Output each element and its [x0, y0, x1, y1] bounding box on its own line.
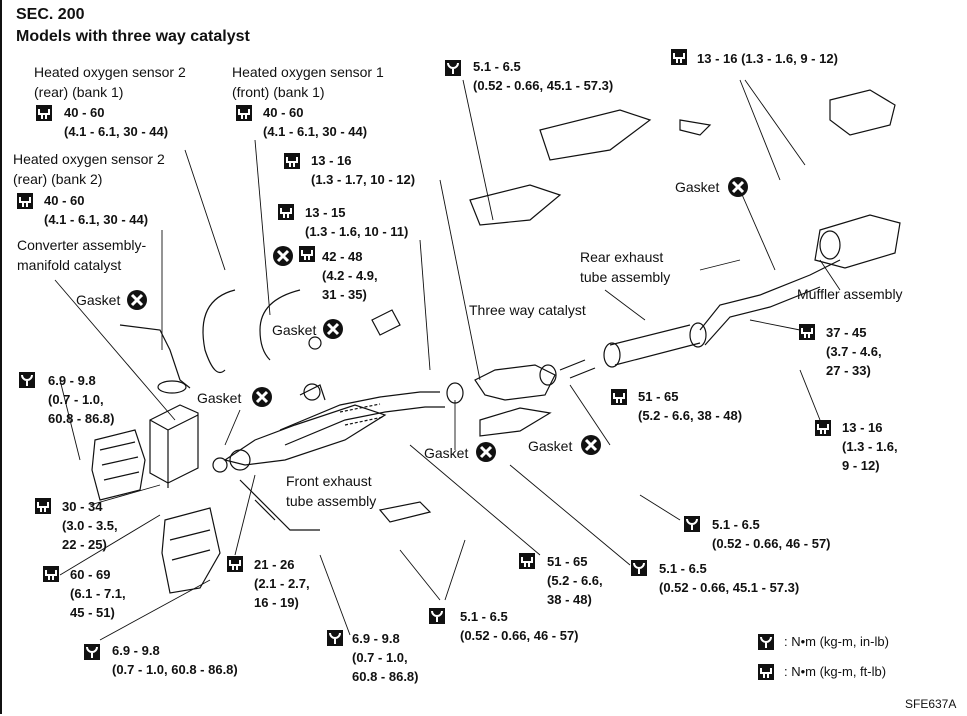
do-not-reuse-icon [323, 319, 343, 339]
label-gasket-5: Gasket [424, 445, 469, 461]
torque-wrench-icon [758, 664, 774, 680]
torque-wrench-icon [519, 553, 535, 569]
leader-lines [54, 79, 841, 641]
torque-wrench-icon [445, 60, 461, 76]
torque-spec: 13 - 16 (1.3 - 1.6, 9 - 12) [697, 51, 838, 66]
do-not-reuse-icon [252, 387, 272, 407]
torque-wrench-icon [35, 498, 51, 514]
torque-wrench-icon [299, 246, 315, 262]
torque-spec: 21 - 26 (2.1 - 2.7, 16 - 19) [254, 557, 310, 610]
torque-spec: 5.1 - 6.5 (0.52 - 0.66, 46 - 57) [460, 609, 579, 643]
torque-spec: 42 - 48 (4.2 - 4.9, 31 - 35) [322, 249, 378, 302]
torque-spec: 13 - 16 (1.3 - 1.7, 10 - 12) [311, 153, 416, 187]
torque-spec: 13 - 16 (1.3 - 1.6, 9 - 12) [842, 420, 898, 473]
torque-spec: 6.9 - 9.8 (0.7 - 1.0, 60.8 - 86.8) [112, 643, 238, 677]
label-hos1-front-bank1: Heated oxygen sensor 1 (front) (bank 1) [232, 64, 384, 100]
label-converter: Converter assembly- manifold catalyst [17, 237, 147, 273]
torque-spec: 5.1 - 6.5 (0.52 - 0.66, 45.1 - 57.3) [659, 561, 800, 595]
label-gasket-2: Gasket [272, 322, 317, 338]
manifold-catalyst-drawing [91, 404, 387, 594]
torque-wrench-icon [429, 608, 445, 624]
torque-wrench-icon [671, 49, 687, 65]
torque-wrench-icon [227, 556, 243, 572]
label-gasket-1: Gasket [76, 292, 121, 308]
torque-wrench-icon [815, 420, 831, 436]
torque-wrench-icon [758, 634, 774, 650]
front-exhaust-tube-drawing [279, 309, 445, 523]
label-front-exhaust-tube: Front exhaust tube assembly [286, 473, 377, 509]
do-not-reuse-icon [273, 246, 293, 266]
rear-exhaust-tube-drawing [559, 259, 841, 379]
torque-spec: 5.1 - 6.5 (0.52 - 0.66, 46 - 57) [712, 517, 831, 551]
muffler-drawing [469, 89, 901, 269]
torque-wrench-icon [799, 324, 815, 340]
torque-spec: 13 - 15 (1.3 - 1.6, 10 - 11) [305, 205, 409, 239]
legend-nm-inlb: : N•m (kg-m, in-lb) [784, 634, 889, 649]
do-not-reuse-icon [476, 442, 496, 462]
torque-spec: 51 - 65 (5.2 - 6.6, 38 - 48) [547, 554, 603, 607]
do-not-reuse-icon [728, 177, 748, 197]
three-way-catalyst-drawing [446, 364, 557, 437]
torque-spec: 37 - 45 (3.7 - 4.6, 27 - 33) [826, 325, 882, 378]
torque-wrench-icon [84, 644, 100, 660]
label-muffler: Muffler assembly [797, 286, 903, 302]
label-hos2-rear-bank1: Heated oxygen sensor 2 (rear) (bank 1) [34, 64, 186, 100]
torque-spec: 51 - 65 (5.2 - 6.6, 38 - 48) [638, 389, 743, 423]
do-not-reuse-icon [581, 435, 601, 455]
torque-spec: 5.1 - 6.5 (0.52 - 0.66, 45.1 - 57.3) [473, 59, 614, 93]
page-title: Models with three way catalyst [16, 28, 250, 45]
section-number: SEC. 200 [16, 6, 85, 23]
label-gasket-3: Gasket [197, 390, 242, 406]
label-gasket-4: Gasket [675, 179, 720, 195]
torque-spec: 40 - 60 (4.1 - 6.1, 30 - 44) [44, 193, 149, 227]
torque-wrench-icon [278, 204, 294, 220]
do-not-reuse-icon [127, 290, 147, 310]
torque-spec: 40 - 60 (4.1 - 6.1, 30 - 44) [64, 105, 169, 139]
torque-wrench-icon [17, 193, 33, 209]
torque-wrench-icon [631, 560, 647, 576]
torque-spec: 6.9 - 9.8 (0.7 - 1.0, 60.8 - 86.8) [48, 373, 115, 426]
torque-spec: 6.9 - 9.8 (0.7 - 1.0, 60.8 - 86.8) [352, 631, 419, 684]
torque-wrench-icon [284, 153, 300, 169]
torque-wrench-icon [43, 566, 59, 582]
legend-nm-ftlb: : N•m (kg-m, ft-lb) [784, 664, 887, 679]
label-rear-exhaust-tube: Rear exhaust tube assembly [580, 249, 671, 285]
oxygen-sensor-wires [119, 289, 322, 394]
torque-wrench-icon [236, 105, 252, 121]
torque-wrench-icon [611, 389, 627, 405]
torque-spec: 30 - 34 (3.0 - 3.5, 22 - 25) [62, 499, 118, 552]
label-hos2-rear-bank2: Heated oxygen sensor 2 (rear) (bank 2) [13, 151, 165, 187]
label-gasket-6: Gasket [528, 438, 573, 454]
torque-spec: 40 - 60 (4.1 - 6.1, 30 - 44) [263, 105, 368, 139]
torque-wrench-icon [327, 630, 343, 646]
torque-wrench-icon [684, 516, 700, 532]
figure-reference-code: SFE637A [905, 697, 957, 711]
torque-spec: 60 - 69 (6.1 - 7.1, 45 - 51) [70, 567, 126, 620]
torque-wrench-icon [19, 372, 35, 388]
torque-wrench-icon [36, 105, 52, 121]
label-three-way-catalyst: Three way catalyst [469, 302, 586, 318]
